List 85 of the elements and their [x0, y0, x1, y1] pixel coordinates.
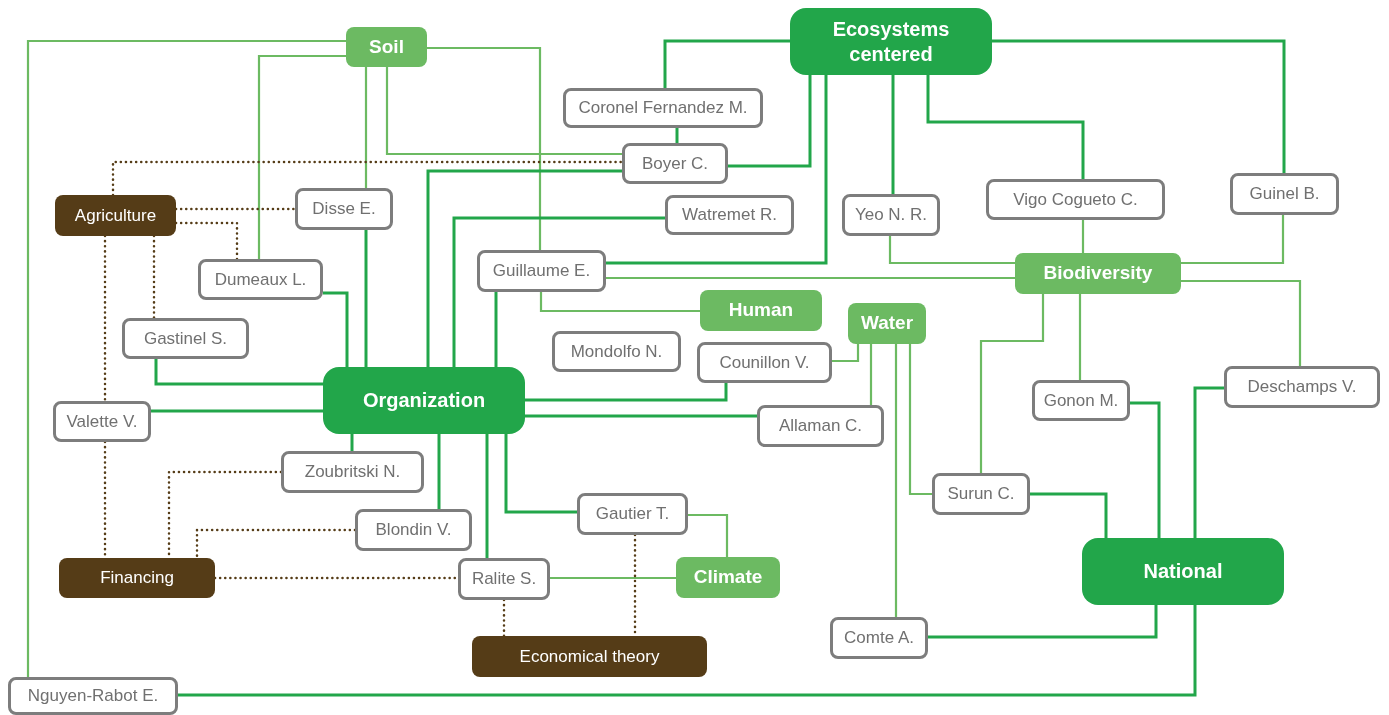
category-box: Agriculture	[55, 195, 176, 236]
dotted-connector	[174, 207, 297, 211]
connector-line	[979, 294, 1045, 473]
connector-line	[992, 39, 1286, 173]
name-box: Guinel B.	[1230, 173, 1339, 215]
connector-line	[539, 292, 700, 313]
connector-line	[154, 359, 323, 386]
connector-line	[1030, 492, 1108, 538]
topic-box: Climate	[676, 557, 780, 598]
connector-line	[908, 344, 932, 496]
connector-line	[1181, 215, 1285, 265]
connector-line	[151, 409, 323, 413]
connector-line	[606, 75, 828, 265]
name-box: Deschamps V.	[1224, 366, 1380, 408]
category-box: Financing	[59, 558, 215, 598]
connector-line	[894, 344, 898, 617]
connector-line	[1078, 294, 1082, 380]
name-box: Gautier T.	[577, 493, 688, 535]
connector-line	[426, 169, 622, 367]
connector-line	[437, 434, 441, 509]
connector-line	[728, 75, 812, 168]
connector-line	[926, 75, 1085, 179]
dotted-connector	[103, 234, 107, 403]
name-box: Disse E.	[295, 188, 393, 230]
connector-line	[1130, 401, 1161, 538]
connector-line	[832, 344, 860, 363]
connector-line	[550, 576, 676, 580]
connector-line	[1193, 386, 1224, 538]
connector-line	[427, 46, 542, 250]
dotted-connector	[174, 221, 239, 261]
name-box: Zoubritski N.	[281, 451, 424, 493]
connector-line	[688, 513, 729, 557]
connector-line	[675, 128, 679, 143]
connector-line	[26, 39, 346, 677]
name-box: Gonon M.	[1032, 380, 1130, 421]
name-box: Watremet R.	[665, 195, 794, 235]
name-box: Surun C.	[932, 473, 1030, 515]
name-box: Nguyen-Rabot E.	[8, 677, 178, 715]
hub-box: Ecosystems centered	[790, 8, 992, 75]
name-box: Guillaume E.	[477, 250, 606, 292]
name-box: Boyer C.	[622, 143, 728, 184]
connector-line	[452, 216, 665, 367]
name-box: Coronel Fernandez M.	[563, 88, 763, 128]
name-box: Comte A.	[830, 617, 928, 659]
connector-line	[1081, 220, 1085, 253]
name-box: Dumeaux L.	[198, 259, 323, 300]
dotted-connector	[111, 160, 624, 197]
dotted-connector	[152, 234, 156, 320]
category-box: Economical theory	[472, 636, 707, 677]
connector-line	[525, 414, 757, 418]
dotted-connector	[195, 528, 357, 560]
connector-line	[525, 383, 728, 402]
connector-line	[178, 605, 1197, 697]
topic-box: Human	[700, 290, 822, 331]
name-box: Counillon V.	[697, 342, 832, 383]
topic-box: Water	[848, 303, 926, 344]
hub-box: Organization	[323, 367, 525, 434]
connector-line	[928, 605, 1158, 639]
connector-line	[504, 434, 577, 514]
connector-line	[323, 291, 349, 367]
name-box: Blondin V.	[355, 509, 472, 551]
connector-line	[1181, 279, 1302, 366]
name-box: Gastinel S.	[122, 318, 249, 359]
connector-line	[606, 276, 1015, 280]
name-box: Mondolfo N.	[552, 331, 681, 372]
name-box: Valette V.	[53, 401, 151, 442]
connector-line	[364, 230, 368, 367]
name-box: Yeo N. R.	[842, 194, 940, 236]
connector-line	[663, 39, 790, 88]
connector-line	[485, 434, 489, 558]
connector-line	[494, 292, 498, 367]
connector-line	[364, 67, 368, 188]
connector-line	[257, 54, 346, 259]
connector-line	[350, 434, 354, 451]
hub-box: National	[1082, 538, 1284, 605]
name-box: Vigo Cogueto C.	[986, 179, 1165, 220]
name-box: Allaman C.	[757, 405, 884, 447]
connector-line	[869, 344, 873, 405]
name-box: Ralite S.	[458, 558, 550, 600]
connector-line	[888, 236, 1015, 265]
dotted-connector	[502, 598, 506, 638]
topic-box: Soil	[346, 27, 427, 67]
connector-line	[891, 75, 895, 194]
connector-line	[385, 67, 622, 156]
topic-box: Biodiversity	[1015, 253, 1181, 294]
